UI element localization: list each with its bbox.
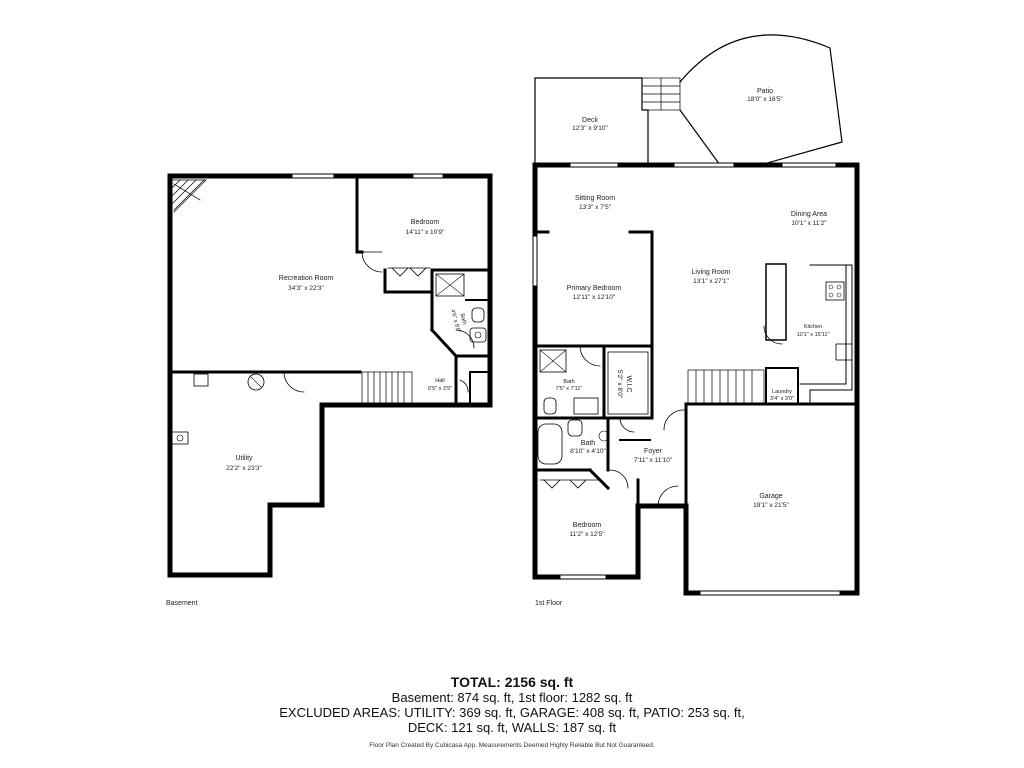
room-primary-bedroom: Primary Bedroom 12'11" x 12'10" [567, 285, 622, 301]
room-kitchen-name: Kitchen [804, 324, 822, 330]
room-deck: Deck 12'3" x 9'10" [572, 117, 608, 132]
room-laundry-name: Laundry [772, 389, 792, 395]
room-bedroom-main: Bedroom 11'2" x 12'5" [569, 522, 605, 538]
room-bath-main: Bath 8'10" x 4'10" [570, 440, 606, 455]
room-bath-primary-name: Bath [563, 379, 574, 385]
floor-areas: Basement: 874 sq. ft, 1st floor: 1282 sq… [391, 690, 633, 705]
room-kitchen: Kitchen 10'1" x 15'11" [797, 324, 830, 338]
room-bath-primary-dims: 7'5" x 7'11" [556, 386, 583, 392]
basement-label: Basement [166, 600, 198, 607]
room-recreation-name: Recreation Room [279, 275, 334, 282]
basement-plan [167, 173, 493, 578]
room-garage-name: Garage [759, 493, 782, 500]
room-living-name: Living Room [692, 269, 731, 276]
first-floor-label: 1st Floor [535, 600, 563, 607]
room-sitting: Sitting Room 13'3" x 7'5" [575, 195, 615, 211]
room-dining-name: Dining Area [791, 211, 827, 218]
room-living-dims: 13'1" x 27'1" [693, 278, 729, 285]
first-floor-plan [532, 34, 860, 596]
room-bedroom-basement-name: Bedroom [411, 219, 440, 226]
room-primary-bedroom-dims: 12'11" x 12'10" [573, 294, 616, 301]
excluded-areas: EXCLUDED AREAS: UTILITY: 369 sq. ft, GAR… [279, 705, 745, 720]
total-area: TOTAL: 2156 sq. ft [450, 674, 574, 690]
room-recreation-dims: 34'3" x 22'3" [288, 285, 324, 292]
room-hall: Hall 6'5" x 3'9" [428, 378, 452, 392]
room-bedroom-main-dims: 11'2" x 12'5" [569, 531, 605, 538]
room-garage: Garage 19'1" x 21'5" [753, 493, 789, 509]
room-sitting-dims: 13'3" x 7'5" [579, 204, 612, 211]
room-hall-name: Hall [435, 378, 444, 384]
room-foyer-name: Foyer [644, 448, 663, 455]
room-wic: W.I.C 5'2" x 8'0" [616, 370, 632, 399]
room-laundry: Laundry 3'4" x 3'0" [770, 389, 794, 402]
excluded-areas-continued: DECK: 121 sq. ft, WALLS: 187 sq. ft [407, 720, 617, 735]
room-sitting-name: Sitting Room [575, 195, 615, 202]
room-primary-bedroom-name: Primary Bedroom [567, 285, 622, 292]
room-bath-main-name: Bath [581, 440, 596, 447]
room-wic-dims: 5'2" x 8'0" [616, 370, 623, 399]
room-bedroom-main-name: Bedroom [573, 522, 602, 529]
room-utility-dims: 22'2" x 23'3" [226, 465, 262, 472]
room-kitchen-dims: 10'1" x 15'11" [797, 332, 830, 338]
room-patio: Patio 18'0" x 16'5" [747, 88, 783, 103]
room-garage-dims: 19'1" x 21'5" [753, 502, 789, 509]
room-foyer: Foyer 7'11" x 11'10" [634, 448, 673, 464]
room-dining: Dining Area 10'1" x 11'2" [791, 211, 827, 227]
room-patio-dims: 18'0" x 16'5" [747, 96, 783, 103]
room-deck-dims: 12'3" x 9'10" [572, 125, 608, 132]
room-wic-name: W.I.C [625, 375, 632, 392]
disclaimer: Floor Plan Created By Cubicasa App. Meas… [369, 742, 655, 749]
room-hall-dims: 6'5" x 3'9" [428, 386, 452, 392]
room-dining-dims: 10'1" x 11'2" [791, 220, 827, 227]
room-bedroom-basement: Bedroom 14'11" x 10'9" [406, 219, 445, 236]
room-utility: Utility 22'2" x 23'3" [226, 455, 262, 472]
room-deck-name: Deck [582, 117, 598, 124]
room-bath-main-dims: 8'10" x 4'10" [570, 448, 606, 455]
room-bath-primary: Bath 7'5" x 7'11" [556, 379, 583, 392]
room-bath-basement: Bath 4'6" x 8'0" [449, 309, 468, 334]
room-utility-name: Utility [235, 455, 253, 462]
room-foyer-dims: 7'11" x 11'10" [634, 457, 673, 464]
room-laundry-dims: 3'4" x 3'0" [770, 396, 794, 402]
room-bath-basement-dims: 4'6" x 8'0" [449, 309, 461, 334]
room-bath-basement-name: Bath [459, 313, 468, 325]
room-recreation: Recreation Room 34'3" x 22'3" [279, 275, 334, 292]
room-living: Living Room 13'1" x 27'1" [692, 269, 731, 285]
room-patio-name: Patio [757, 88, 773, 95]
room-bedroom-basement-dims: 14'11" x 10'9" [406, 229, 445, 236]
